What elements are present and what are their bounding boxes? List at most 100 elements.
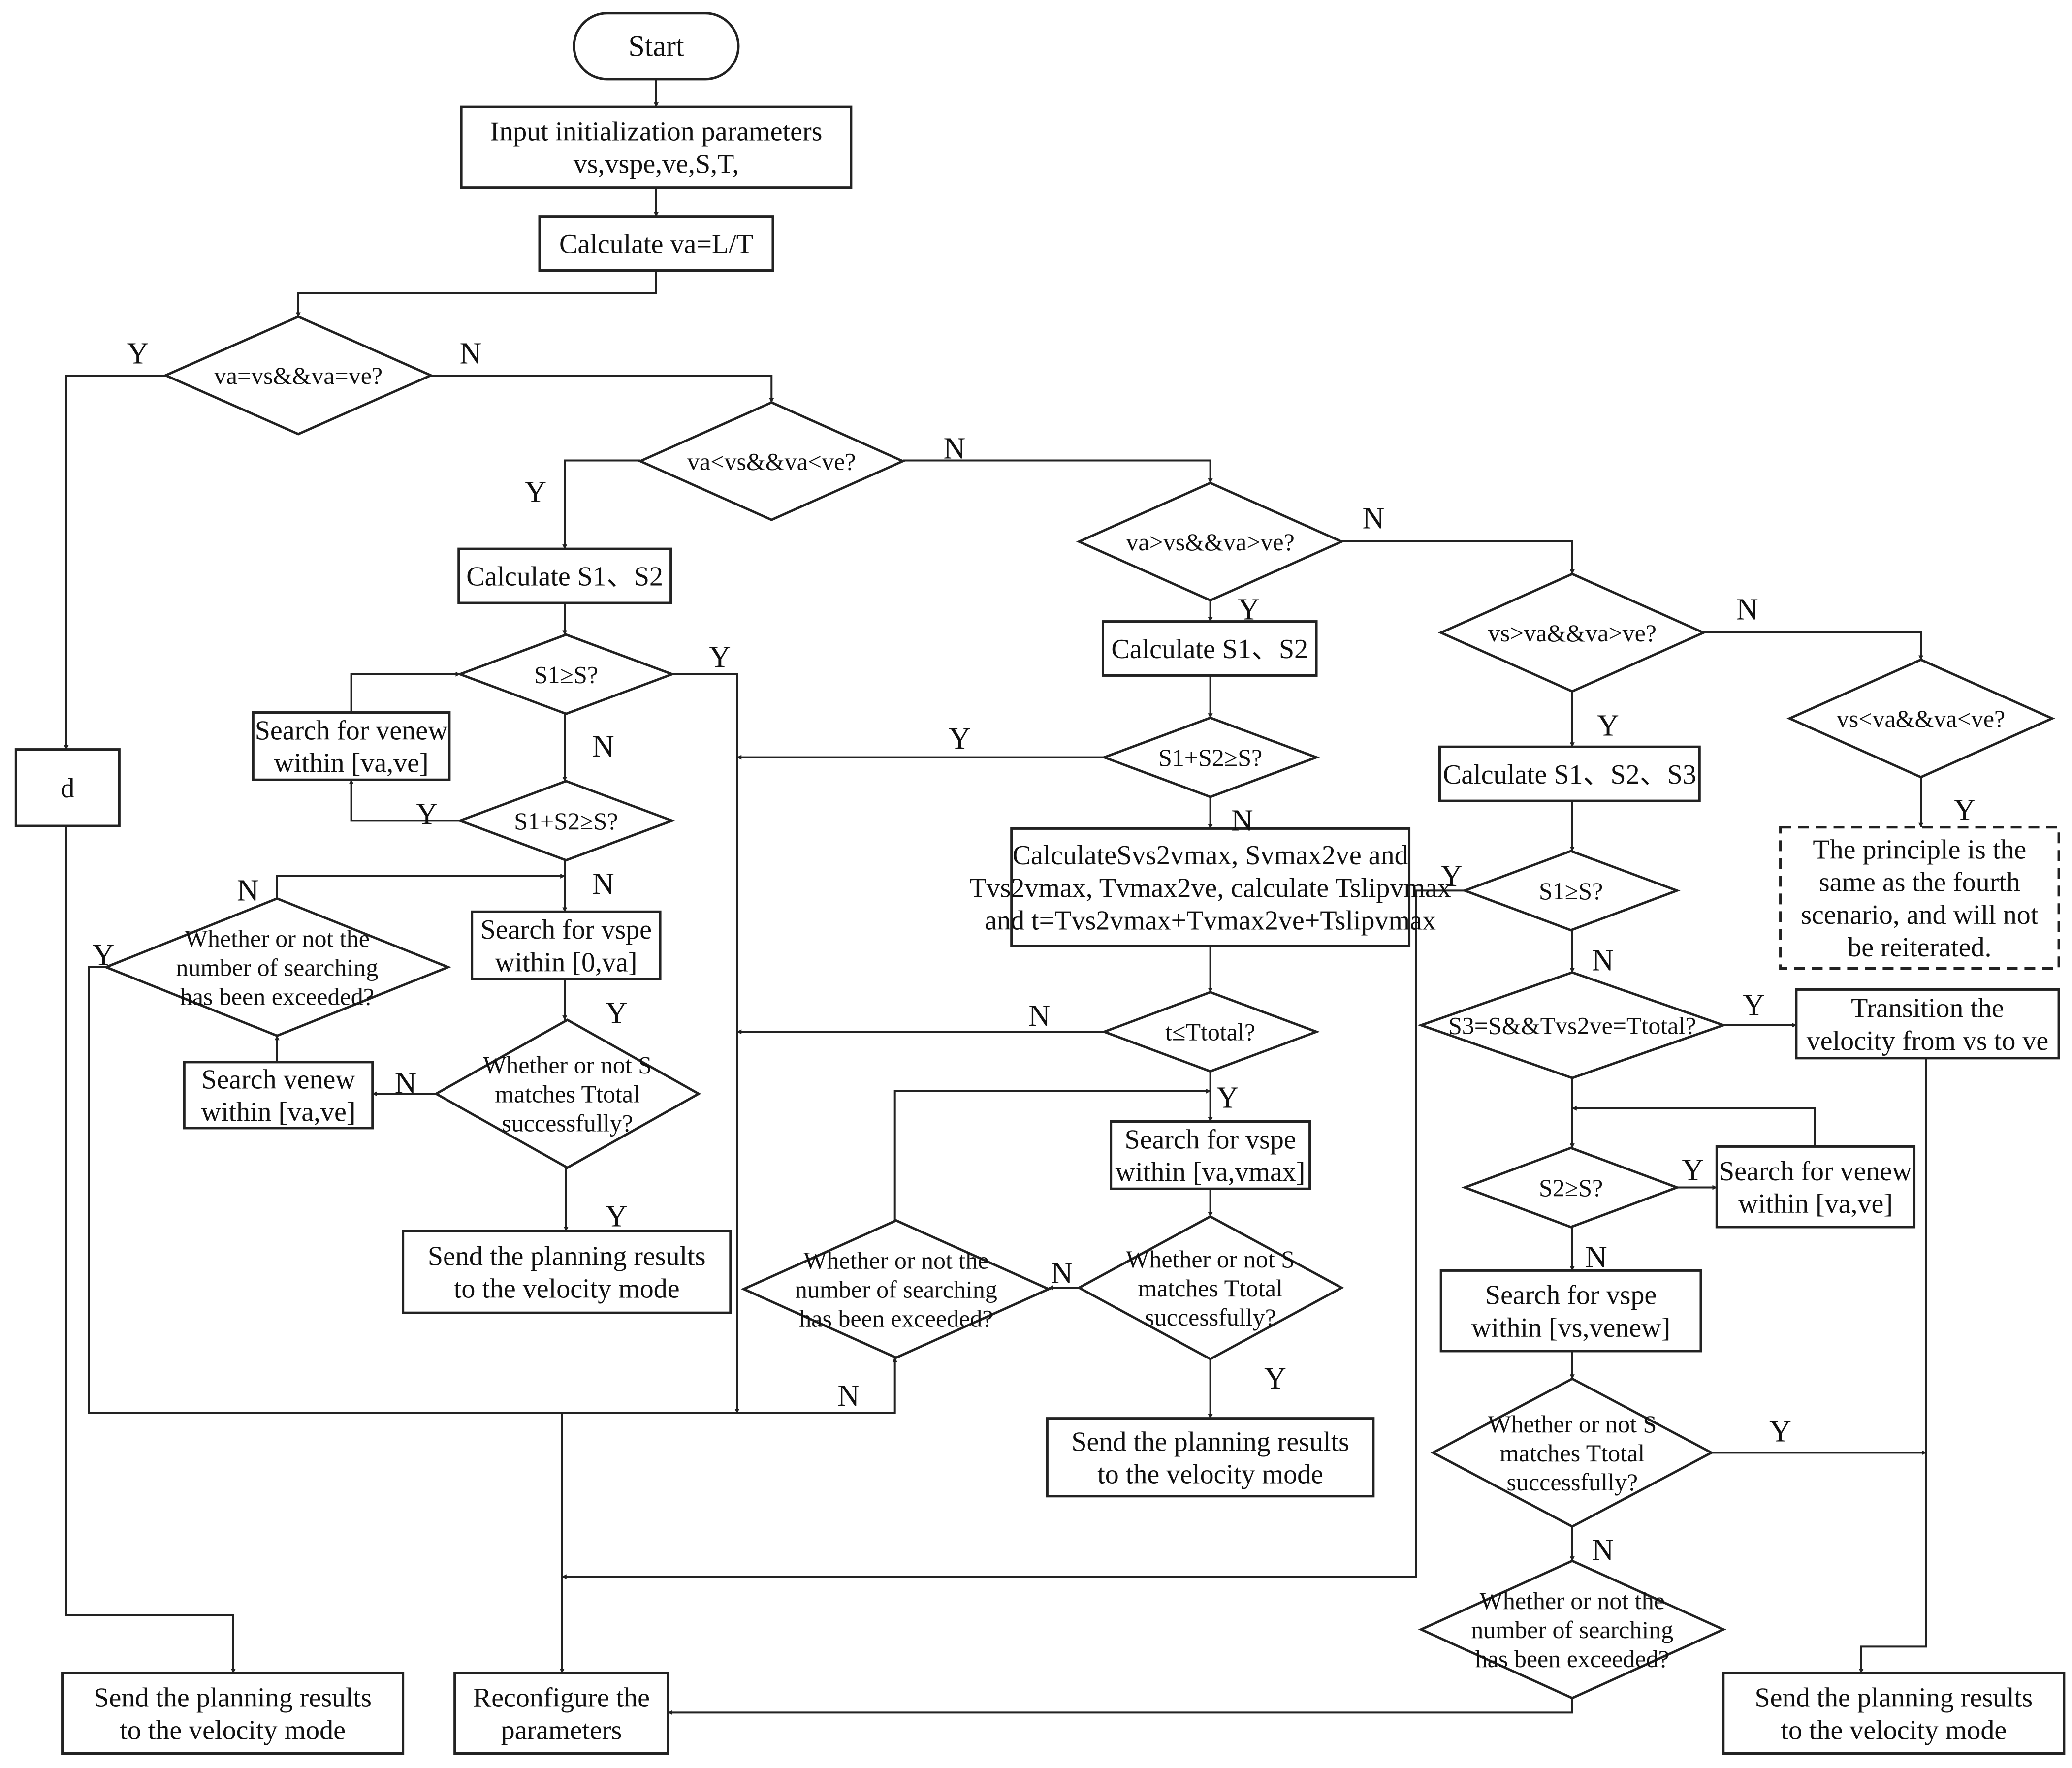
branch-label-yes: Y xyxy=(1682,1154,1704,1187)
branch-label-yes: Y xyxy=(1264,1362,1286,1395)
connector-arrow xyxy=(562,459,640,550)
branch-label-yes: Y xyxy=(1440,859,1463,893)
node-b-calc: CalculateSvs2vmax, Svmax2ve andTvs2vmax,… xyxy=(969,827,1451,947)
node-text: within [va,vmax] xyxy=(1116,1157,1306,1188)
connector-arrow xyxy=(561,889,1465,1579)
node-text: CalculateSvs2vmax, Svmax2ve and xyxy=(1013,840,1408,871)
node-c-s1: S1≥S? xyxy=(1461,850,1681,932)
node-text: va<vs&&va<ve? xyxy=(687,447,856,475)
node-text: within [va,ve] xyxy=(274,748,429,779)
connector-arrow xyxy=(1703,631,1924,661)
node-text: vs>va&&va>ve? xyxy=(1488,619,1657,647)
node-d3: va>vs&&va>ve? xyxy=(1076,481,1345,602)
branch-label-yes: Y xyxy=(949,722,971,756)
node-text: Whether or not S xyxy=(1488,1410,1657,1438)
node-text: within [vs,venew] xyxy=(1471,1313,1670,1343)
branch-label-no: N xyxy=(1736,593,1758,626)
node-text: matches Ttotal xyxy=(1499,1439,1645,1467)
branch-label-no: N xyxy=(1028,999,1051,1033)
node-text: Whether or not the xyxy=(185,924,370,952)
node-text: Search for venew xyxy=(1719,1156,1912,1187)
node-d4: vs>va&&va>ve? xyxy=(1438,572,1707,693)
node-text: va>vs&&va>ve? xyxy=(1126,528,1294,556)
branch-label-no: N xyxy=(1592,1534,1614,1567)
node-text: Transition the xyxy=(1851,993,2004,1024)
node-text: Calculate va=L/T xyxy=(559,229,753,259)
node-text: and t=Tvs2vmax+Tvmax2ve+Tslipvmax xyxy=(985,905,1436,936)
node-text: has been exceeded? xyxy=(180,982,374,1010)
branch-label-no: N xyxy=(592,867,614,901)
node-text: Send the planning results xyxy=(94,1682,372,1713)
branch-label-yes: Y xyxy=(1216,1081,1239,1114)
node-calc-s1s2-b: Calculate S1、S2 xyxy=(1101,620,1318,677)
node-text: The principle is the xyxy=(1813,835,2026,865)
node-text: t≤Ttotal? xyxy=(1165,1018,1255,1046)
branch-label-yes: Y xyxy=(93,939,115,972)
node-text: Calculate S1、S2 xyxy=(466,562,663,592)
node-text: Search for vspe xyxy=(480,915,652,945)
connector-arrow xyxy=(350,671,461,713)
node-text: Send the planning results xyxy=(428,1241,706,1272)
node-text: Start xyxy=(628,30,684,62)
node-text: S1+S2≥S? xyxy=(514,807,618,835)
node-text: within [va,ve] xyxy=(1738,1189,1893,1219)
connector-arrow xyxy=(276,873,566,899)
branch-label-no: N xyxy=(1231,804,1253,837)
node-text: Reconfigure the xyxy=(473,1682,650,1713)
connector-arrow xyxy=(668,1698,1573,1715)
node-text: has been exceeded? xyxy=(1475,1645,1669,1673)
node-d1: va=vs&&va=ve? xyxy=(162,315,434,436)
branch-label-yes: Y xyxy=(1953,793,1976,827)
branch-label-no: N xyxy=(460,337,482,370)
branch-label-no: N xyxy=(1362,502,1384,535)
node-c-s2: S2≥S? xyxy=(1461,1146,1681,1229)
node-d-box: d xyxy=(14,748,121,827)
branch-label-yes: Y xyxy=(1597,709,1619,742)
node-text: to the velocity mode xyxy=(120,1715,346,1745)
branch-label-yes: Y xyxy=(606,997,628,1030)
node-text: Search venew xyxy=(201,1064,355,1095)
branch-label-no: N xyxy=(237,874,259,907)
node-text: to the velocity mode xyxy=(1781,1715,2007,1745)
node-text: within [0,va] xyxy=(495,947,637,978)
branch-label-no: N xyxy=(943,432,965,465)
node-start: Start xyxy=(573,12,740,81)
node-calc-va: Calculate va=L/T xyxy=(538,215,774,272)
node-text: number of searching xyxy=(795,1275,997,1303)
node-text: successfully? xyxy=(502,1109,633,1137)
node-text: Whether or not the xyxy=(803,1246,988,1274)
node-text: Send the planning results xyxy=(1755,1682,2033,1713)
node-text: S2≥S? xyxy=(1539,1174,1603,1201)
branch-label-yes: Y xyxy=(606,1200,628,1233)
node-text: S3=S&&Tvs2ve=Ttotal? xyxy=(1448,1011,1696,1039)
connector-arrow xyxy=(1858,1058,1927,1673)
node-text: Send the planning results xyxy=(1071,1426,1349,1457)
node-text: Search for venew xyxy=(255,715,448,746)
node-input: Input initialization parametersvs,vspe,v… xyxy=(460,105,853,189)
node-text: S1≥S? xyxy=(1539,877,1603,905)
branch-label-no: N xyxy=(1585,1241,1607,1274)
connector-arrow xyxy=(1341,540,1575,575)
node-text: matches Ttotal xyxy=(1138,1274,1283,1302)
connector-arrow xyxy=(65,826,236,1673)
node-text: scenario, and will not xyxy=(1801,900,2039,930)
node-a-s1: S1≥S? xyxy=(456,633,676,715)
node-text: Search for vspe xyxy=(1124,1124,1296,1155)
